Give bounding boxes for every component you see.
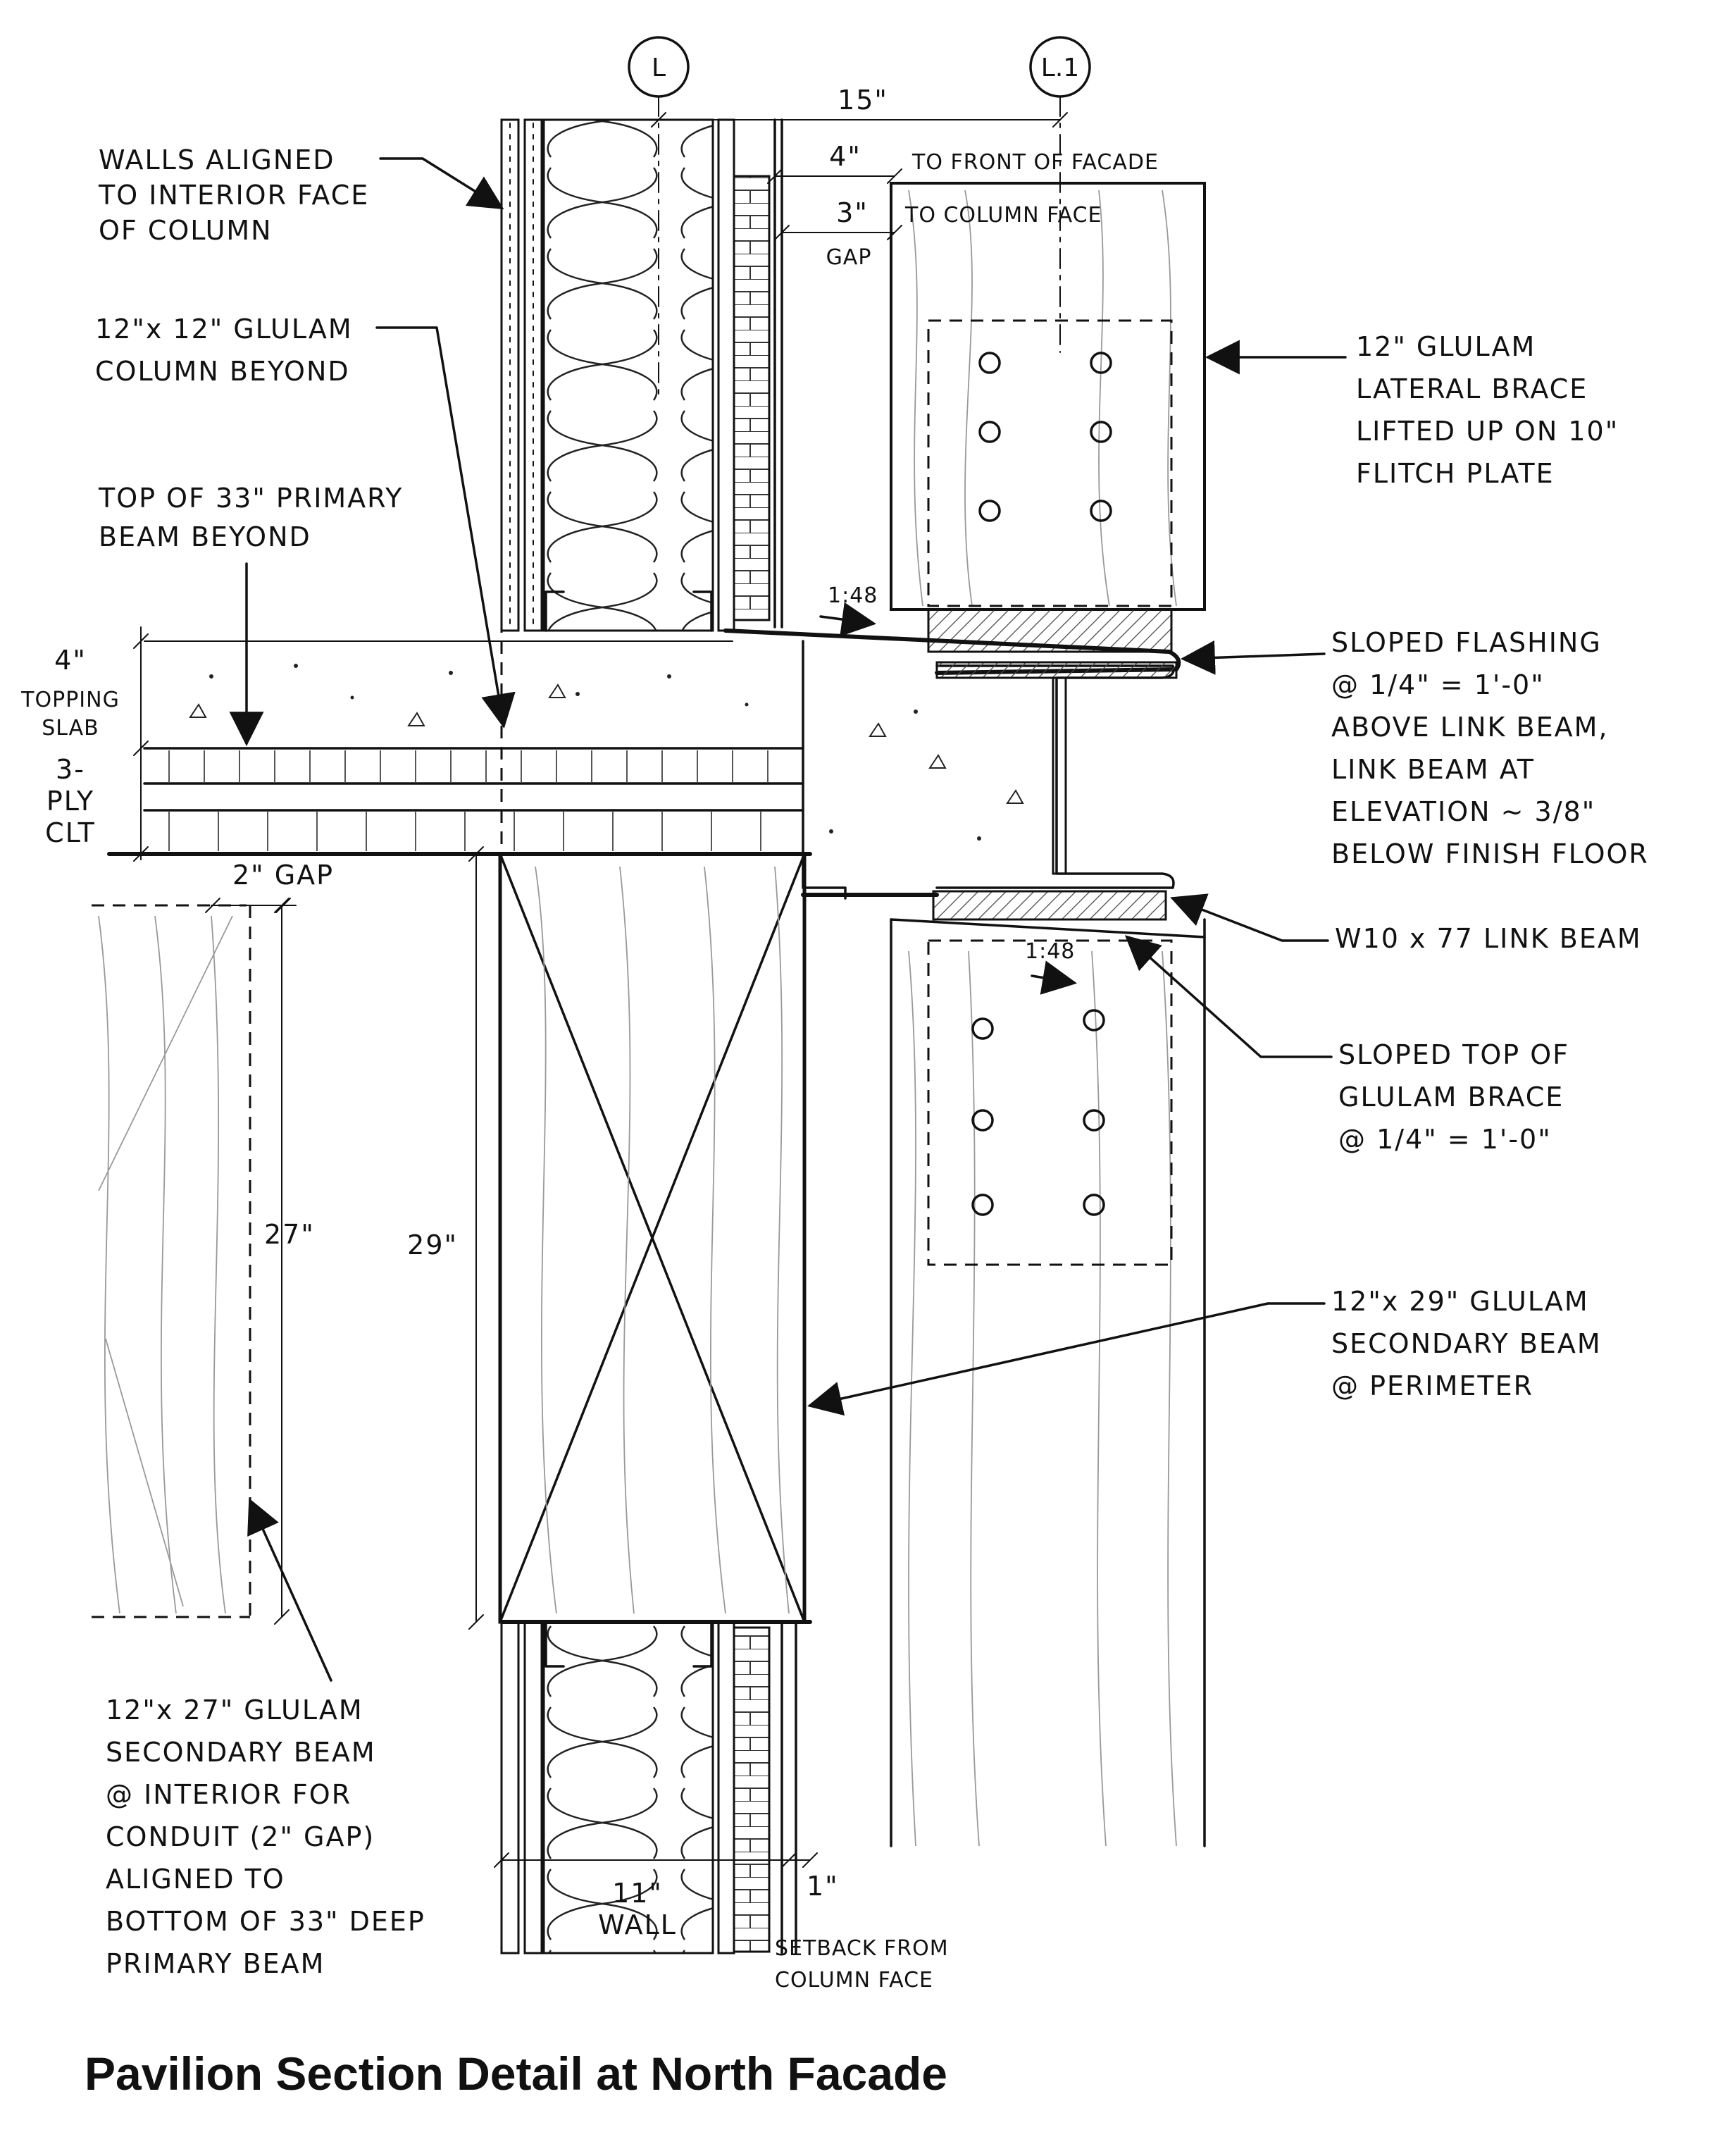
upper-bolt-group bbox=[978, 352, 1112, 522]
clt-label-line3: CLT bbox=[45, 817, 96, 848]
note-sloped-flashing-line2: @ 1/4" = 1'-0" bbox=[1331, 669, 1545, 700]
note-to-column-face-text: TO COLUMN FACE bbox=[904, 203, 1102, 228]
note-secondary-interior-line1: 12"x 27" GLULAM bbox=[106, 1695, 363, 1726]
lower-flitch-plate bbox=[927, 939, 1173, 1266]
note-sloped-flashing-line4: LINK BEAM AT bbox=[1331, 754, 1535, 785]
note-lateral-brace-line2: LATERAL BRACE bbox=[1356, 373, 1588, 404]
note-sloped-flashing-line6: BELOW FINISH FLOOR bbox=[1331, 838, 1649, 869]
note-to-front-facade: TO FRONT OF FACADE TO COLUMN FACE bbox=[904, 150, 1159, 228]
slab-thickness-text: 4" bbox=[54, 645, 87, 676]
lower-bolt-group bbox=[971, 1009, 1105, 1216]
note-secondary-interior-line6: BOTTOM OF 33" DEEP bbox=[106, 1906, 425, 1937]
note-lateral-brace: 12" GLULAM LATERAL BRACE LIFTED UP ON 10… bbox=[1205, 331, 1619, 489]
grid-label-l1: L.1 bbox=[1041, 54, 1079, 82]
lower-glulam-brace bbox=[890, 918, 1206, 1847]
slab-label-line1: TOPPING bbox=[20, 688, 120, 712]
clt-label-line1: 3- bbox=[56, 754, 85, 785]
note-sloped-flashing-line3: ABOVE LINK BEAM, bbox=[1331, 712, 1608, 743]
note-to-front-facade-text: TO FRONT OF FACADE bbox=[911, 150, 1159, 175]
note-primary-beam-line2: BEAM BEYOND bbox=[99, 521, 311, 552]
flashing-slope-text: 1:48 bbox=[828, 583, 878, 608]
note-lateral-brace-line3: LIFTED UP ON 10" bbox=[1356, 416, 1619, 447]
grid-label-l: L bbox=[652, 54, 666, 82]
note-secondary-interior-line2: SECONDARY BEAM bbox=[106, 1737, 376, 1768]
note-lateral-brace-line4: FLITCH PLATE bbox=[1356, 458, 1555, 489]
grid-line-l1: L.1 bbox=[1029, 36, 1091, 353]
upper-wall-assembly bbox=[500, 118, 783, 632]
note-setback: SETBACK FROM COLUMN FACE bbox=[775, 1936, 949, 1993]
note-secondary-perimeter-line1: 12"x 29" GLULAM bbox=[1331, 1286, 1589, 1317]
upper-insulation bbox=[542, 118, 714, 632]
wall-word-text: WALL bbox=[598, 1909, 677, 1940]
note-setback-line1: SETBACK FROM bbox=[775, 1936, 949, 1961]
note-secondary-perimeter-line2: SECONDARY BEAM bbox=[1331, 1328, 1602, 1359]
steel-link-beam bbox=[801, 661, 1178, 921]
facade-dimensions: 4" 3" GAP bbox=[767, 141, 902, 270]
note-sloped-top: SLOPED TOP OF GLULAM BRACE @ 1/4" = 1'-0… bbox=[1124, 935, 1569, 1155]
brace-slope-text: 1:48 bbox=[1025, 939, 1075, 964]
note-column-beyond-line1: 12"x 12" GLULAM bbox=[95, 314, 353, 345]
wall-thickness-text: 11" bbox=[612, 1878, 663, 1909]
topping-slab bbox=[144, 641, 807, 748]
gap-word-text: GAP bbox=[826, 245, 872, 270]
conduit-gap-dimension: 2" GAP bbox=[232, 860, 334, 891]
note-sloped-top-line2: GLULAM BRACE bbox=[1338, 1082, 1564, 1113]
wall-dimension: 11" WALL 1" bbox=[494, 1852, 839, 1940]
note-primary-beam-line1: TOP OF 33" PRIMARY bbox=[98, 483, 403, 514]
note-secondary-interior-line3: @ INTERIOR FOR bbox=[106, 1779, 351, 1810]
note-lateral-brace-line1: 12" GLULAM bbox=[1356, 331, 1536, 362]
lower-wall-assembly bbox=[499, 1620, 812, 1954]
front-of-facade-dimension: 4" bbox=[829, 141, 861, 172]
lower-insulation bbox=[542, 1621, 714, 1954]
note-secondary-perimeter: 12"x 29" GLULAM SECONDARY BEAM @ PERIMET… bbox=[807, 1286, 1602, 1416]
note-sloped-top-line3: @ 1/4" = 1'-0" bbox=[1338, 1124, 1552, 1155]
concrete-speckle bbox=[189, 664, 1024, 841]
note-link-beam-text: W10 x 77 LINK BEAM bbox=[1335, 923, 1642, 954]
upper-cladding bbox=[733, 175, 771, 621]
note-walls-aligned-line2: TO INTERIOR FACE bbox=[98, 180, 369, 211]
note-link-beam: W10 x 77 LINK BEAM bbox=[1170, 893, 1642, 954]
note-walls-aligned-line3: OF COLUMN bbox=[99, 215, 273, 246]
note-secondary-interior-line7: PRIMARY BEAM bbox=[106, 1948, 325, 1979]
interior-secondary-beam: 27" 2" GAP bbox=[92, 860, 334, 1625]
note-walls-aligned-line1: WALLS ALIGNED bbox=[99, 144, 335, 175]
note-column-beyond: 12"x 12" GLULAM COLUMN BEYOND bbox=[95, 314, 516, 729]
setback-dimension-text: 1" bbox=[807, 1871, 839, 1902]
slab-dimensions: 4" TOPPING SLAB 3- PLY CLT bbox=[20, 626, 149, 862]
note-secondary-perimeter-line3: @ PERIMETER bbox=[1331, 1370, 1533, 1401]
note-secondary-interior-line4: CONDUIT (2" GAP) bbox=[106, 1821, 375, 1852]
note-setback-line2: COLUMN FACE bbox=[775, 1968, 933, 1993]
interior-beam-depth: 27" bbox=[264, 1219, 315, 1250]
perimeter-beam-depth: 29" bbox=[407, 1229, 458, 1260]
clt-laminations bbox=[168, 750, 768, 851]
note-sloped-top-line1: SLOPED TOP OF bbox=[1338, 1039, 1569, 1070]
lower-cladding bbox=[733, 1626, 771, 1953]
page-title: Pavilion Section Detail at North Facade bbox=[85, 2047, 947, 2100]
note-sloped-flashing: SLOPED FLASHING @ 1/4" = 1'-0" ABOVE LIN… bbox=[1180, 627, 1649, 869]
upper-flitch-plate bbox=[927, 319, 1173, 607]
note-primary-beam: TOP OF 33" PRIMARY BEAM BEYOND bbox=[98, 483, 403, 747]
brace-slope: 1:48 bbox=[1025, 939, 1078, 995]
note-secondary-interior: 12"x 27" GLULAM SECONDARY BEAM @ INTERIO… bbox=[106, 1498, 425, 1979]
clt-label-line2: PLY bbox=[46, 786, 94, 817]
note-column-beyond-line2: COLUMN BEYOND bbox=[95, 356, 350, 387]
note-sloped-flashing-line1: SLOPED FLASHING bbox=[1331, 627, 1602, 658]
slab-label-line2: SLAB bbox=[42, 716, 99, 741]
note-secondary-interior-line5: ALIGNED TO bbox=[106, 1864, 285, 1895]
perimeter-secondary-beam: 29" bbox=[407, 846, 807, 1630]
column-face-gap-dimension: 3" bbox=[836, 197, 869, 228]
flashing-slope: 1:48 bbox=[819, 583, 878, 637]
note-sloped-flashing-line5: ELEVATION ~ 3/8" bbox=[1331, 796, 1595, 827]
grid-spacing-text: 15" bbox=[838, 85, 888, 116]
upper-glulam-brace bbox=[890, 182, 1206, 653]
note-walls-aligned: WALLS ALIGNED TO INTERIOR FACE OF COLUMN bbox=[98, 144, 504, 246]
